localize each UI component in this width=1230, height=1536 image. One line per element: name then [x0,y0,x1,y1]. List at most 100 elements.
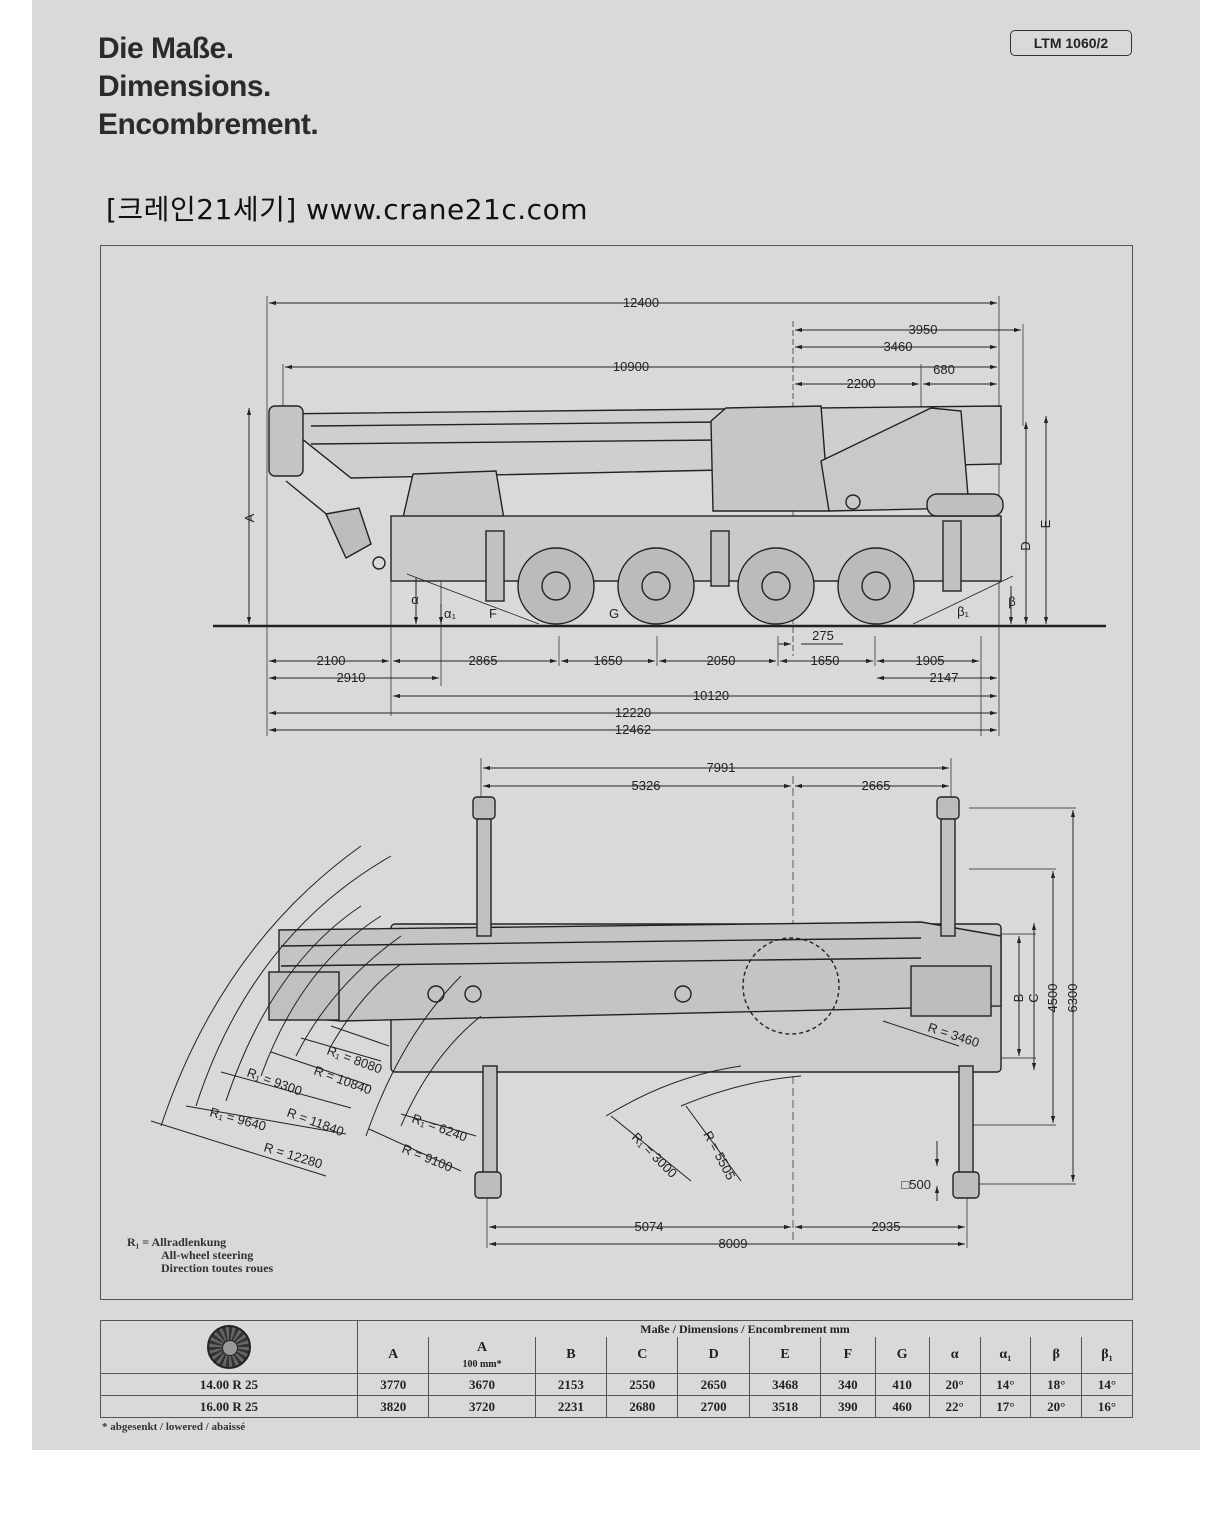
table-cell: 2680 [606,1395,679,1418]
top-view [150,758,1076,1248]
dim-2865: 2865 [469,653,498,668]
tire-size: 14.00 R 25 [100,1373,358,1396]
label-beta: β [1008,594,1015,609]
table-row: 16.00 R 25 3820 3720 2231 2680 2700 3518… [100,1395,1133,1418]
dimension-drawing-panel: 12400 3950 3460 10900 2200 680 2100 2865… [100,245,1133,1300]
crane-drawing: 12400 3950 3460 10900 2200 680 2100 2865… [150,295,1106,1251]
website-watermark: [크레인21세기] www.crane21c.com [106,193,588,226]
side-view [213,296,1106,736]
col-header-G: G [874,1337,930,1374]
table-group-header: Maße / Dimensions / Encombrement mm [357,1320,1133,1337]
table-row: 14.00 R 25 3770 3670 2153 2550 2650 3468… [100,1373,1133,1396]
table-cell: 20° [928,1373,981,1396]
col-header-B: B [534,1337,608,1374]
col-header-alpha1: α₁ [979,1337,1032,1374]
label-B: B [1011,994,1026,1003]
table-cell: 2550 [606,1373,679,1396]
dim-2910: 2910 [337,670,366,685]
col-header-D: D [677,1337,750,1374]
label-beta1: β₁ [957,604,969,619]
tire-icon-cell [100,1320,358,1374]
dim-2050: 2050 [707,653,736,668]
col-header-alpha: α [928,1337,981,1374]
col-header-C: C [606,1337,679,1374]
table-cell: 18° [1030,1373,1083,1396]
dim-680: 680 [933,362,955,377]
tire-size: 16.00 R 25 [100,1395,358,1418]
label-A: A [242,513,257,522]
dim-12462: 12462 [615,722,651,737]
dim-6300: 6300 [1065,984,1080,1013]
table-cell: 460 [874,1395,930,1418]
col-header-beta: β [1030,1337,1083,1374]
legend-german: Allradlenkung [151,1235,227,1249]
label-D: D [1018,541,1033,550]
col-header-E: E [748,1337,822,1374]
dim-12400: 12400 [623,295,659,310]
table-cell: 2650 [677,1373,750,1396]
table-cell: 16° [1081,1395,1133,1418]
dim-1905: 1905 [916,653,945,668]
radius-5505: R = 5505 [700,1128,738,1182]
dim-7991: 7991 [707,760,736,775]
radius-11840: R = 11840 [285,1105,346,1139]
table-cell: 3770 [356,1373,430,1396]
table-cell: 20° [1030,1395,1083,1418]
table-cell: 3468 [748,1373,822,1396]
table-cell: 2700 [677,1395,750,1418]
dim-1650-front: 1650 [594,653,623,668]
table-cell: 14° [979,1373,1032,1396]
dim-2147: 2147 [930,670,959,685]
title-english: Dimensions. [98,70,271,103]
table-cell: 3720 [428,1395,536,1418]
radius-r1-9640: R₁ = 9640 [208,1104,267,1133]
radius-r1-9300: R₁ = 9300 [245,1065,304,1099]
radius-9100: R = 9100 [400,1141,455,1175]
table-cell: 22° [928,1395,981,1418]
col-header-F: F [820,1337,876,1374]
dim-2665: 2665 [862,778,891,793]
dim-3460: 3460 [884,339,913,354]
table-cell: 3670 [428,1373,536,1396]
radius-r1-6240: R₁ = 6240 [410,1111,469,1145]
side-view-labels: 12400 3950 3460 10900 2200 680 2100 2865… [242,295,1053,737]
col-header-A-lowered-label: A [476,1340,488,1355]
radius-12280: R = 12280 [262,1140,324,1172]
title-french: Encombrement. [98,108,319,141]
dim-8009: 8009 [719,1236,748,1251]
legend-symbol: R₁ = [127,1235,150,1249]
crane-top-silhouette [268,796,1002,1199]
steering-legend: R₁ = Allradlenkung All-wheel steering Di… [127,1236,273,1275]
legend-french: Direction toutes roues [161,1261,274,1275]
dim-3950: 3950 [909,322,938,337]
dim-500-square: □500 [901,1177,931,1192]
table-cell: 3820 [356,1395,430,1418]
table-cell: 390 [820,1395,876,1418]
dim-10120: 10120 [693,688,729,703]
table-cell: 2231 [534,1395,608,1418]
dim-5326: 5326 [632,778,661,793]
table-footnote: * abgesenkt / lowered / abaissé [102,1421,246,1433]
label-G: G [609,606,619,621]
table-cell: 340 [820,1373,876,1396]
dim-12220: 12220 [615,705,651,720]
model-badge: LTM 1060/2 [1010,30,1132,56]
label-alpha: α [411,592,419,607]
label-alpha1: α₁ [444,606,457,621]
dim-2200: 2200 [847,376,876,391]
col-header-beta1: β₁ [1081,1337,1133,1374]
col-header-A: A [356,1337,430,1374]
tire-icon [207,1325,251,1369]
label-C: C [1026,993,1041,1002]
table-cell: 3518 [748,1395,822,1418]
dim-4500: 4500 [1045,984,1060,1013]
table-cell: 17° [979,1395,1032,1418]
turning-arcs [150,845,960,1182]
label-F: F [489,606,497,621]
dim-5074: 5074 [635,1219,664,1234]
table-cell: 410 [874,1373,930,1396]
label-E: E [1038,519,1053,528]
